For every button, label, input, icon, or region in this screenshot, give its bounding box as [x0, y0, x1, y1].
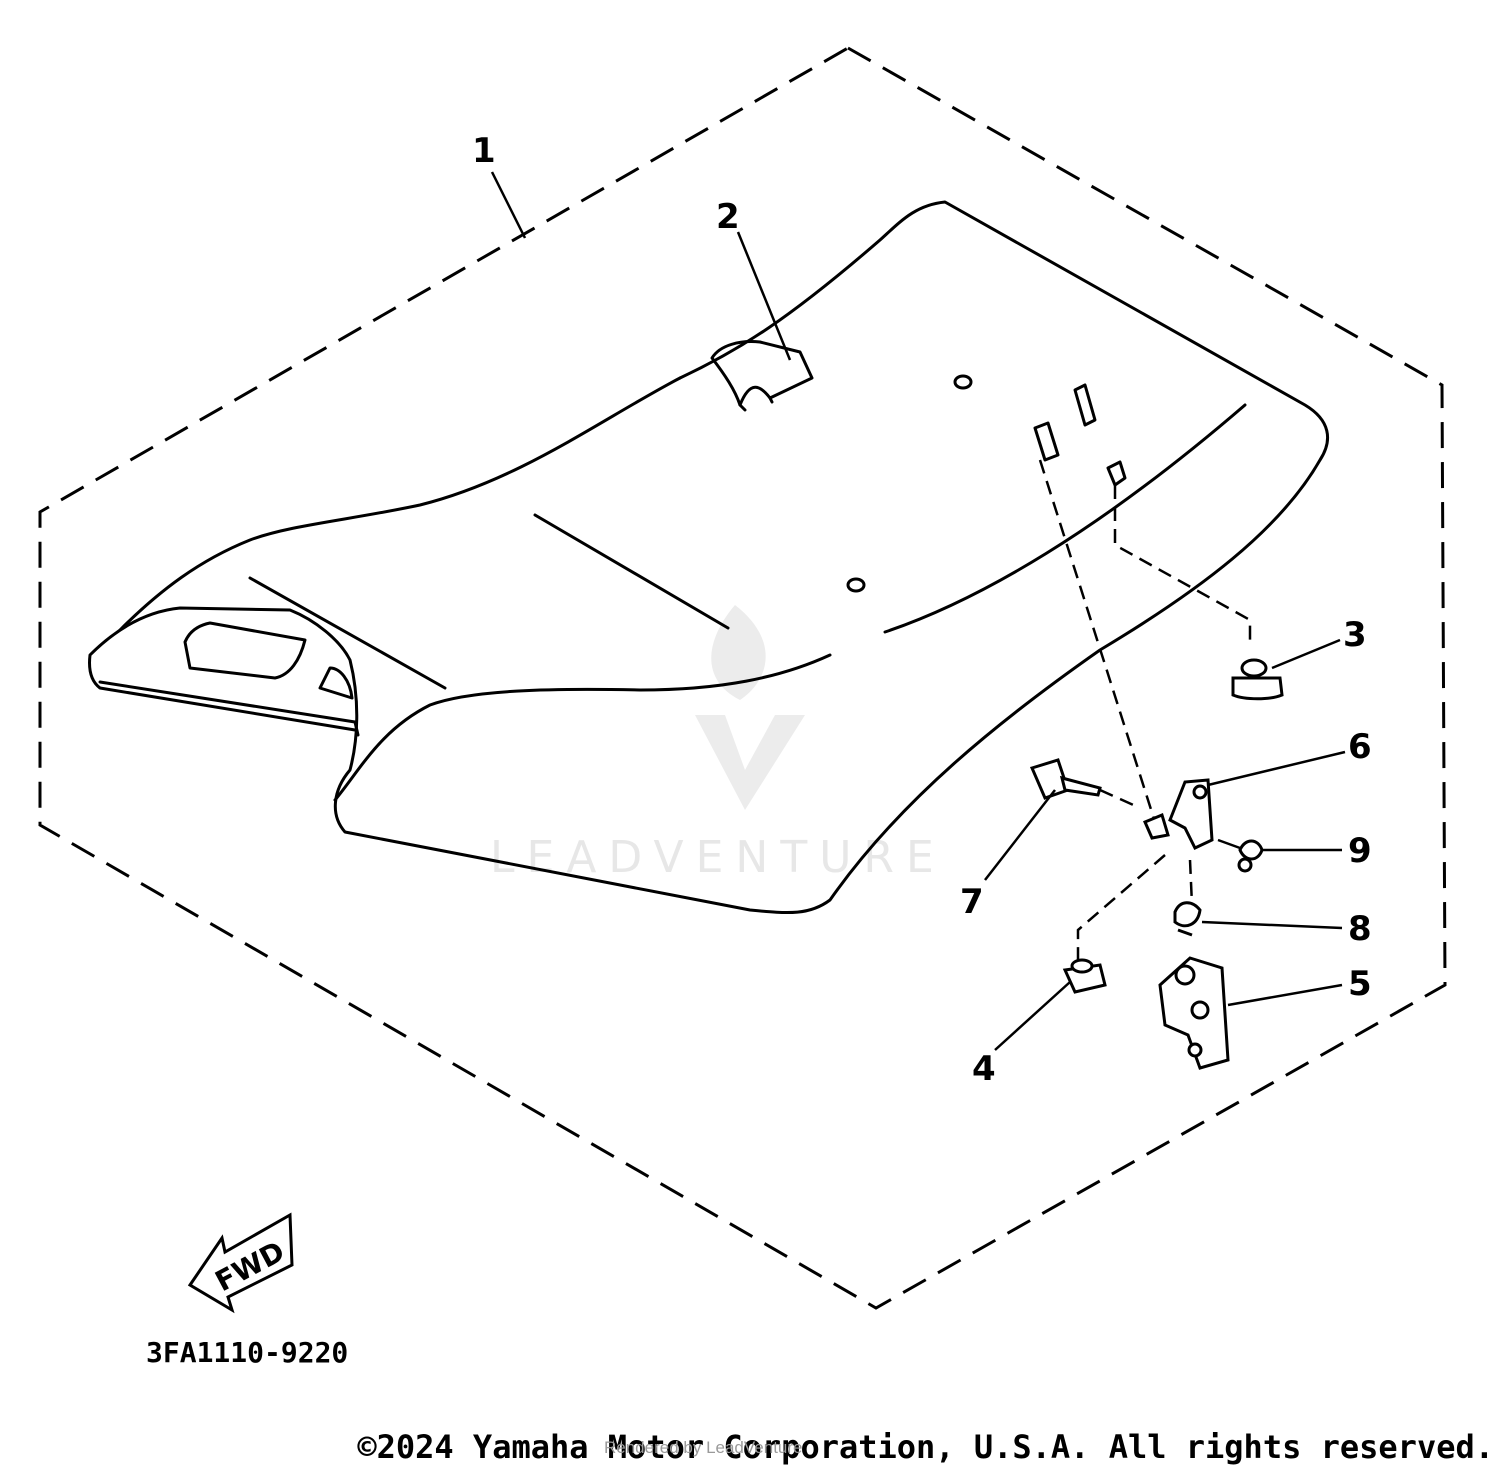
callout-4: 4 — [972, 1049, 996, 1089]
callout-1: 1 — [472, 131, 496, 171]
callout-3: 3 — [1343, 615, 1367, 655]
seat — [88, 200, 1329, 915]
callout-9: 9 — [1348, 831, 1372, 871]
callout-7: 7 — [960, 882, 984, 922]
copyright-notice: ©2024 Yamaha Motor Corporation, U.S.A. A… — [357, 1428, 1494, 1466]
forward-arrow-icon: FWD — [187, 1212, 294, 1314]
callout-8: 8 — [1348, 909, 1372, 949]
watermark-logo — [695, 605, 805, 810]
callout-5: 5 — [1348, 964, 1372, 1004]
assembly-boundary — [38, 46, 1447, 1310]
render-credit: Rendered by LeadVenture — [604, 1438, 803, 1457]
diagram-part-number: 3FA1110-9220 — [146, 1336, 348, 1369]
installation-lines — [1038, 459, 1252, 960]
leader-lines — [490, 171, 1346, 1051]
callout-2: 2 — [716, 197, 740, 237]
hardware-parts — [1029, 658, 1284, 1070]
callout-6: 6 — [1348, 727, 1372, 767]
